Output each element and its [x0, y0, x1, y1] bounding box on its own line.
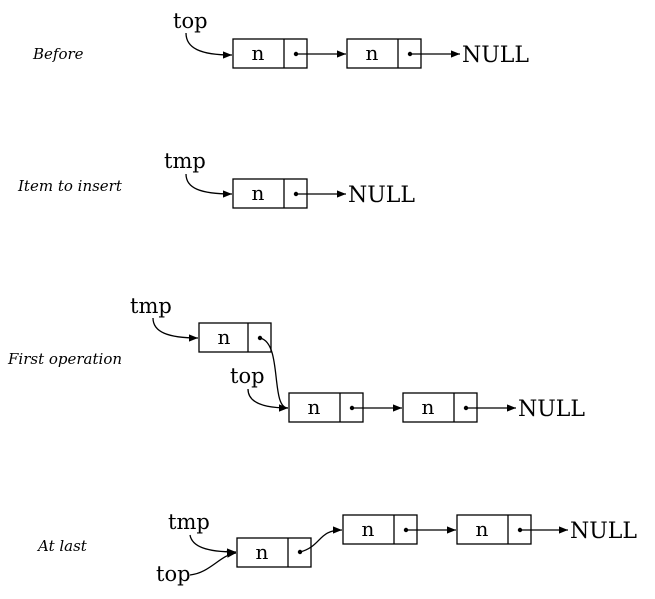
node-new: n	[236, 537, 312, 568]
node-value: n	[308, 395, 321, 419]
node-value: n	[422, 395, 435, 419]
null-label: NULL	[570, 519, 637, 544]
tmp-pointer-arrow	[152, 317, 199, 342]
stage-before: Before top n n NULL	[32, 9, 529, 69]
node-2: n	[456, 514, 532, 545]
null-label: NULL	[348, 183, 415, 208]
stage-item-to-insert: Item to insert tmp n NULL	[17, 149, 415, 209]
stage-label-first: First operation	[7, 350, 122, 368]
node-new: n	[232, 178, 308, 209]
tmp-pointer-arrow	[185, 173, 233, 198]
node-value: n	[256, 540, 269, 564]
null-label: NULL	[518, 397, 585, 422]
node-value: n	[476, 517, 489, 541]
node-1: n	[288, 392, 364, 423]
stage-label-last: At last	[36, 537, 88, 555]
stage-label-before: Before	[32, 45, 84, 63]
pointer-tmp-label: tmp	[164, 149, 206, 173]
pointer-top-label: top	[230, 364, 265, 388]
pointer-tmp-label: tmp	[168, 510, 210, 534]
node-2: n	[402, 392, 478, 423]
new-node-next-arrow	[299, 526, 343, 553]
null-label: NULL	[462, 43, 529, 68]
node-2: n	[346, 38, 422, 69]
top-pointer-arrow	[185, 32, 233, 59]
pointer-top-label: top	[156, 562, 191, 586]
stage-label-insert: Item to insert	[17, 177, 123, 195]
node-value: n	[252, 41, 265, 65]
pointer-top-label: top	[173, 9, 208, 33]
node-new: n	[198, 322, 272, 353]
node-value: n	[252, 181, 265, 205]
node-value: n	[218, 325, 231, 349]
stage-first-operation: First operation tmp n top n n NULL	[7, 294, 585, 423]
tmp-pointer-arrow	[189, 534, 237, 556]
stage-at-last: At last tmp top n n n NULL	[36, 510, 637, 586]
top-pointer-arrow	[189, 550, 237, 576]
top-pointer-arrow	[247, 388, 289, 412]
node-value: n	[366, 41, 379, 65]
pointer-tmp-label: tmp	[130, 294, 172, 318]
node-1: n	[342, 514, 418, 545]
node-value: n	[362, 517, 375, 541]
node-1: n	[232, 38, 308, 69]
